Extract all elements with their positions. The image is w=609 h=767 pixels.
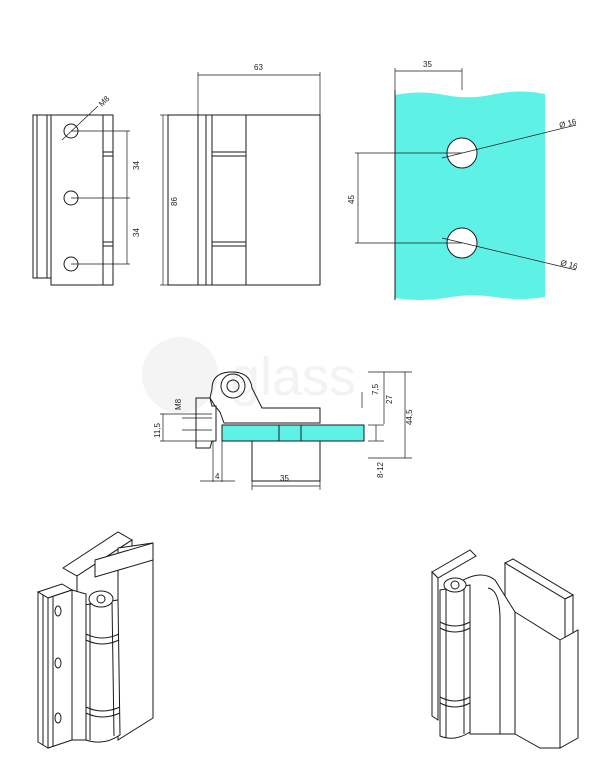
glass-panel xyxy=(395,91,545,300)
isometric-view-left xyxy=(36,531,154,749)
section-dim-glass: 8-12 xyxy=(376,461,385,478)
isometric-view-right xyxy=(431,549,579,749)
section-glass xyxy=(221,424,365,442)
svg-text:glass: glass xyxy=(230,347,356,407)
glass-hole-diameter-bottom: Ø 16 xyxy=(560,258,580,271)
section-dim-44-5: 44,5 xyxy=(405,409,414,425)
side-width: 63 xyxy=(254,63,263,72)
section-dim-7-5: 7,5 xyxy=(371,383,380,395)
glass-edge-offset: 35 xyxy=(423,60,432,69)
front-thread-label: M8 xyxy=(97,94,112,109)
glass-hole-spacing: 45 xyxy=(347,195,356,204)
section-dim-11-5: 11,5 xyxy=(153,422,162,438)
watermark: glass xyxy=(142,337,356,413)
section-view: M8 11,5 7,5 27 44,5 8-12 4 35 xyxy=(153,371,414,490)
front-hole-spacing-1: 34 xyxy=(132,161,141,170)
front-hole-spacing-2: 34 xyxy=(132,228,141,237)
section-dim-27: 27 xyxy=(385,395,394,404)
side-height: 86 xyxy=(170,197,179,206)
section-thread-label: M8 xyxy=(174,398,183,410)
side-view: 86 63 xyxy=(160,63,321,286)
glass-view: 35 Ø 16 Ø 16 45 xyxy=(347,60,579,300)
front-view: M8 34 34 xyxy=(32,94,141,286)
glass-hole-diameter-top: Ø 16 xyxy=(558,117,578,130)
section-dim-4: 4 xyxy=(215,472,220,481)
section-dim-35: 35 xyxy=(280,474,289,483)
